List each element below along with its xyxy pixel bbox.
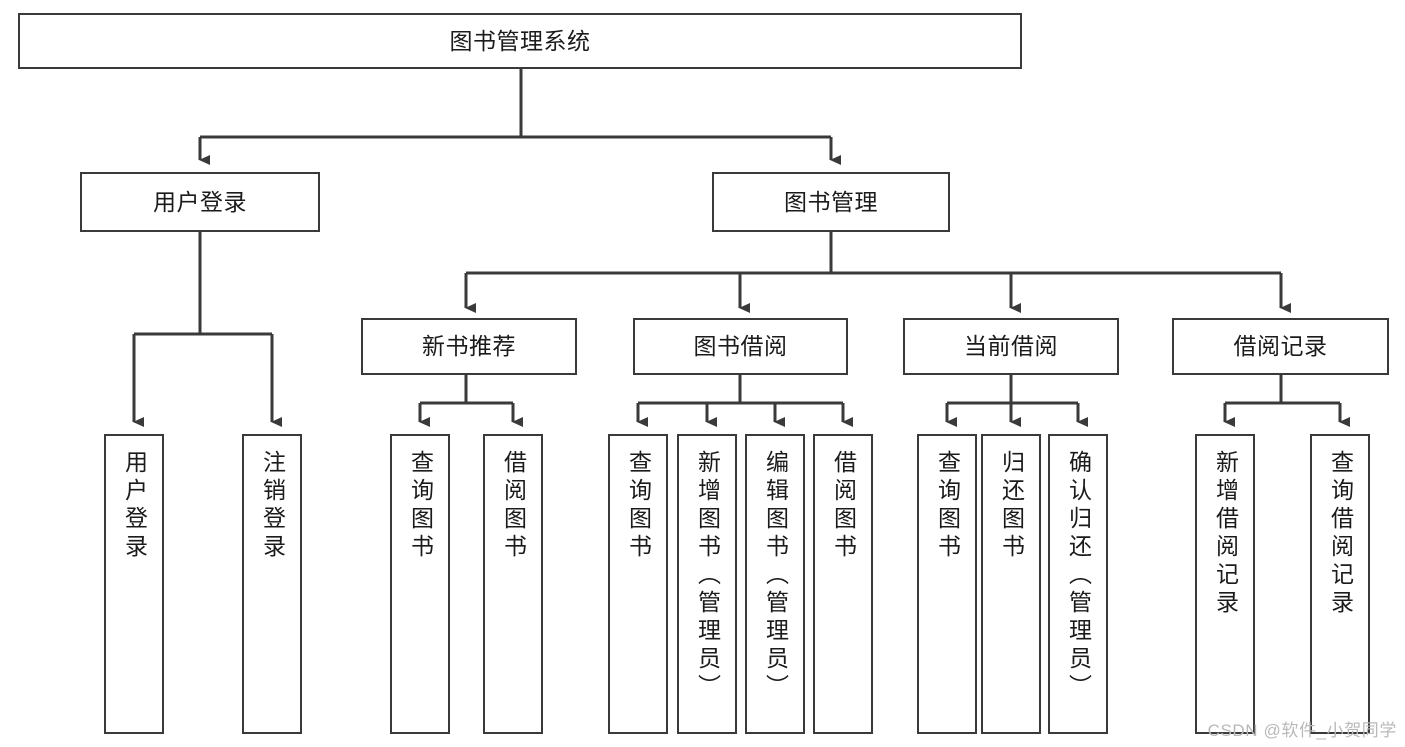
node-leaf-user-login-label: 用户登录 (121, 450, 148, 562)
node-leaf-borrow-book-1[interactable]: 借阅图书 (483, 434, 543, 734)
node-leaf-query-record-label: 查询借阅记录 (1327, 450, 1354, 618)
node-leaf-query-book-2-label: 查询图书 (625, 450, 652, 562)
node-leaf-edit-book-label: 编辑图书（管理员） (762, 450, 789, 702)
node-current-borrow-label: 当前借阅 (964, 333, 1058, 360)
node-leaf-add-book[interactable]: 新增图书（管理员） (677, 434, 737, 734)
node-current-borrow[interactable]: 当前借阅 (903, 318, 1119, 375)
node-book-manage[interactable]: 图书管理 (712, 172, 950, 232)
node-borrow-record[interactable]: 借阅记录 (1172, 318, 1389, 375)
node-leaf-query-book-1-label: 查询图书 (407, 450, 434, 562)
node-leaf-query-book-3-label: 查询图书 (934, 450, 961, 562)
node-leaf-return-book[interactable]: 归还图书 (981, 434, 1041, 734)
node-leaf-query-book-2[interactable]: 查询图书 (608, 434, 668, 734)
node-book-borrow-label: 图书借阅 (693, 333, 788, 360)
node-borrow-record-label: 借阅记录 (1233, 333, 1328, 360)
node-root[interactable]: 图书管理系统 (18, 13, 1022, 69)
node-new-book-recommend[interactable]: 新书推荐 (361, 318, 577, 375)
watermark-text: CSDN @软件_小贺同学 (1207, 721, 1397, 740)
node-leaf-borrow-book-1-label: 借阅图书 (500, 450, 527, 562)
node-book-borrow[interactable]: 图书借阅 (633, 318, 848, 375)
node-leaf-add-book-label: 新增图书（管理员） (694, 450, 721, 702)
node-leaf-borrow-book-2-label: 借阅图书 (830, 450, 857, 562)
node-book-manage-label: 图书管理 (784, 188, 878, 215)
node-leaf-user-logout-label: 注销登录 (259, 450, 286, 562)
node-leaf-user-login[interactable]: 用户登录 (104, 434, 164, 734)
node-leaf-query-book-3[interactable]: 查询图书 (917, 434, 977, 734)
node-user-login[interactable]: 用户登录 (80, 172, 320, 232)
node-leaf-query-book-1[interactable]: 查询图书 (390, 434, 450, 734)
node-leaf-return-book-label: 归还图书 (998, 450, 1025, 562)
node-leaf-query-record[interactable]: 查询借阅记录 (1310, 434, 1370, 734)
node-new-book-recommend-label: 新书推荐 (422, 333, 516, 360)
node-user-login-label: 用户登录 (153, 188, 247, 215)
node-leaf-confirm-return-label: 确认归还（管理员） (1065, 450, 1092, 702)
node-root-label: 图书管理系统 (449, 27, 591, 54)
node-leaf-edit-book[interactable]: 编辑图书（管理员） (745, 434, 805, 734)
node-leaf-user-logout[interactable]: 注销登录 (242, 434, 302, 734)
node-leaf-add-record[interactable]: 新增借阅记录 (1195, 434, 1255, 734)
node-leaf-add-record-label: 新增借阅记录 (1212, 450, 1239, 618)
node-leaf-confirm-return[interactable]: 确认归还（管理员） (1048, 434, 1108, 734)
node-leaf-borrow-book-2[interactable]: 借阅图书 (813, 434, 873, 734)
